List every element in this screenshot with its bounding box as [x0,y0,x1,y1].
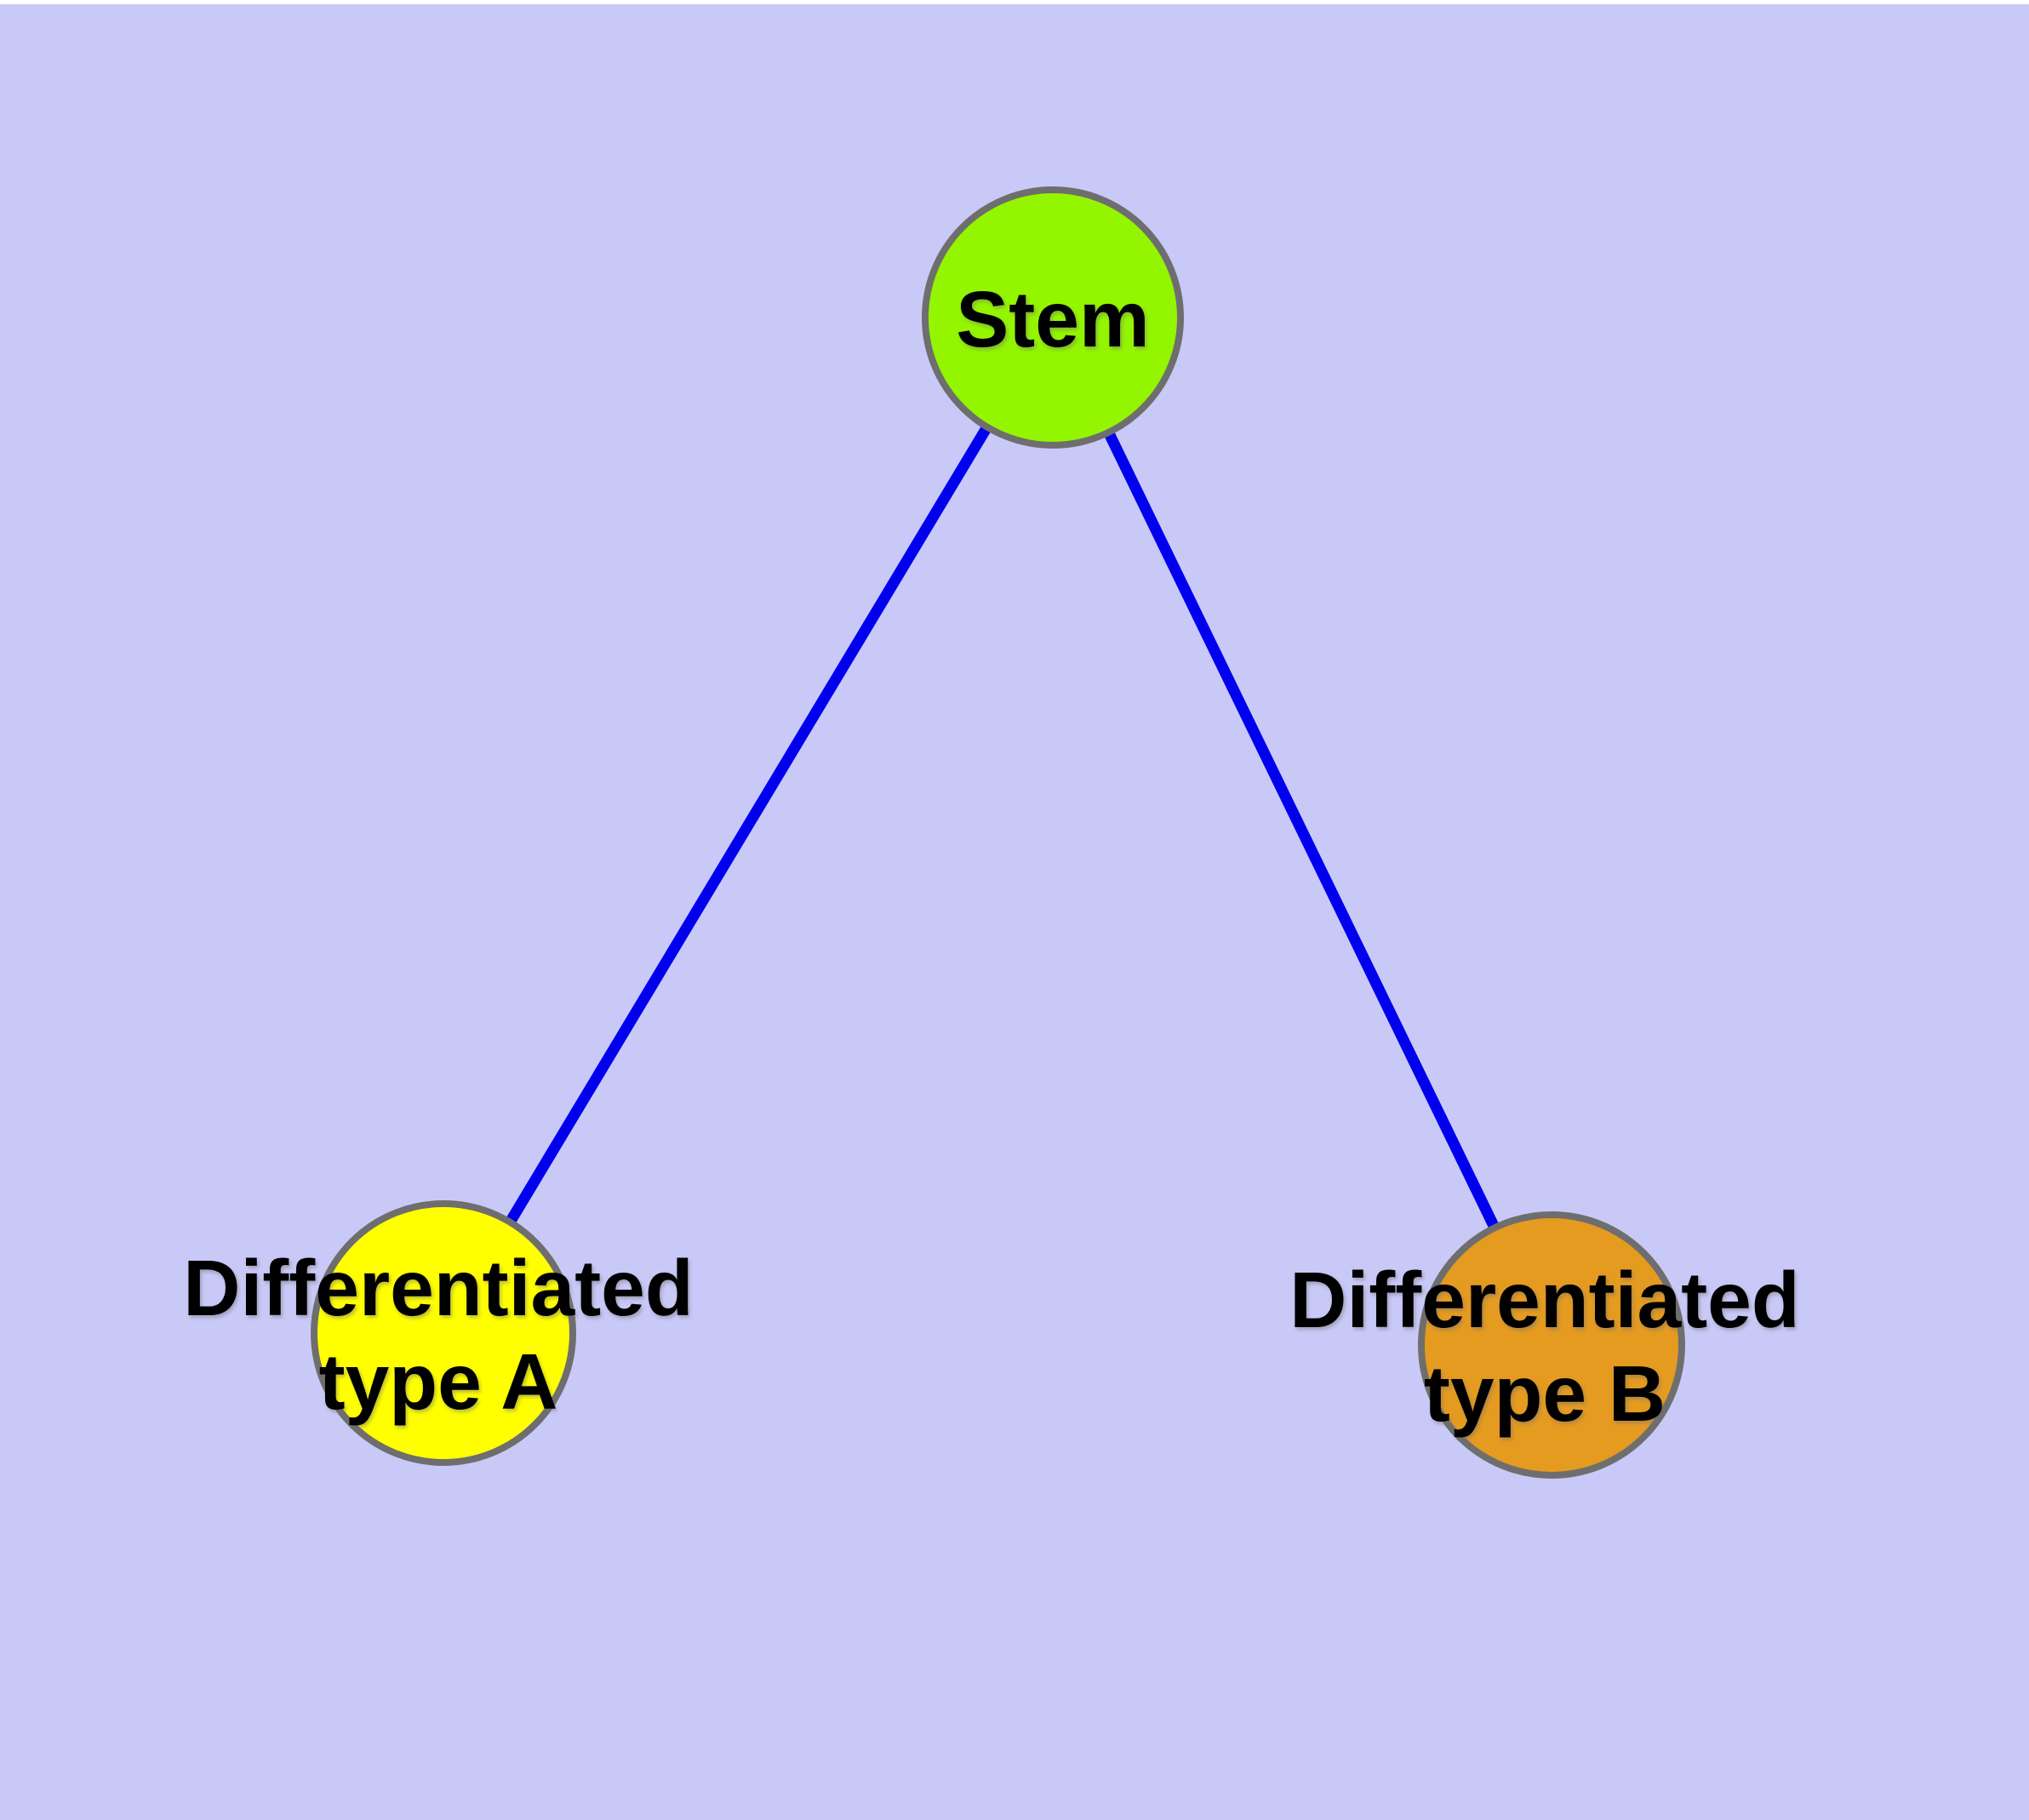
edges [438,314,1557,1348]
node-type-a-label-line2: type A [319,1337,558,1426]
nodes [311,186,1685,1479]
node-stem-label: Stem [956,275,1149,363]
node-type-b-border [1418,1211,1685,1479]
node-type-b-label-line1: Differentiated [1289,1256,1799,1344]
node-stem-border [922,186,1184,449]
node-type-a-label-line1: Differentiated [183,1244,693,1332]
node-type-b-label-line2: type B [1424,1349,1666,1438]
node-stem-circle [925,190,1180,445]
edge-stem-to-type-b [1048,315,1557,1348]
node-type-a-border [311,1200,576,1466]
node-type-a-circle [314,1204,573,1462]
edge-stem-to-type-a [438,314,1058,1336]
node-type-b-circle [1421,1215,1682,1475]
top-edge-strip [0,0,2029,4]
node-labels: Stem Differentiated type A Differentiate… [183,275,1799,1438]
